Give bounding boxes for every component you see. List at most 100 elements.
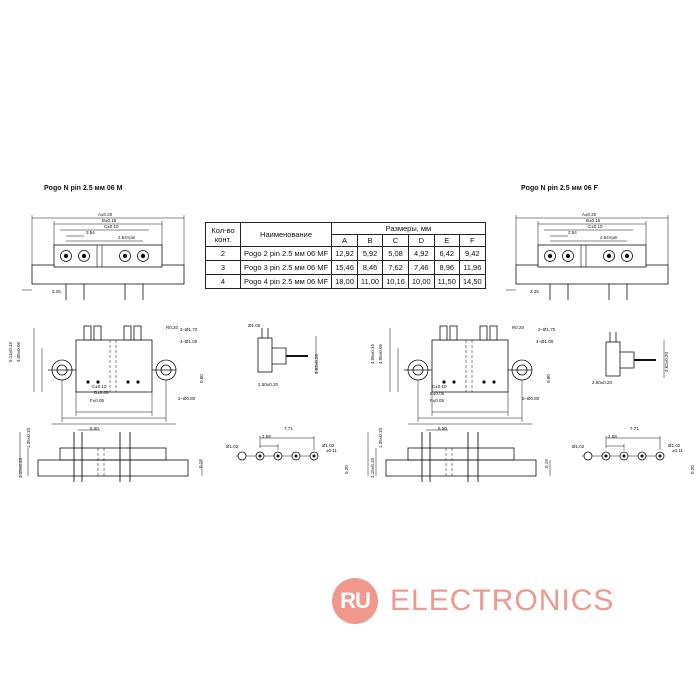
value-cell: 14,50	[458, 274, 486, 289]
dim-b-left: B±0.15	[102, 218, 117, 223]
dim-tol-right: ±0.11	[672, 448, 683, 453]
dim-c010-left: C±0.10	[92, 384, 107, 389]
dim-r020-left: R0.20	[166, 325, 179, 330]
name-header: Наименование	[239, 222, 333, 247]
dim-771-right: 7.71	[630, 426, 639, 431]
dim-pitch-right: 2.54×pin	[600, 235, 618, 240]
female-side-view	[605, 331, 665, 379]
dim-hole100-right: 4–Ø1.00	[536, 339, 554, 344]
dim-405-left: 4.05±0.05	[16, 342, 21, 362]
dim-315-left: 3.15±0.10	[18, 458, 23, 478]
dim-250-right: 2.50±0.20	[592, 380, 612, 385]
dim-pin100-left: Ø1.00	[248, 323, 261, 328]
dim-f005-left: F±0.05	[90, 398, 104, 403]
qty-header: Кол-во конт.	[205, 222, 241, 247]
table-row: 4 Pogo 4 pin 2.5 мм 06 MF 18,00 11,00 10…	[205, 274, 486, 289]
dim-020-right: 0.20	[690, 465, 695, 474]
letter-b: B	[356, 234, 384, 247]
dim-135-left: 1.35±0.10	[26, 428, 31, 448]
letter-d: D	[407, 234, 435, 247]
value-cell: 9,42	[458, 246, 486, 261]
dim-b-right: B±0.15	[586, 218, 601, 223]
qty-cell: 2	[205, 246, 241, 261]
dim-254-left: 2.54	[86, 230, 95, 235]
dim-019-left: 0.19	[198, 459, 203, 468]
dim-pad102b-right: Ø1.02	[668, 443, 681, 448]
dim-c-right: C±0.10	[588, 224, 603, 229]
letter-c: C	[382, 234, 409, 247]
dim-pitch-left: 2.54×pin	[118, 235, 136, 240]
dim-080-left: 0.80	[199, 374, 204, 383]
dim-325-right: 3.25	[530, 289, 539, 294]
qty-cell: 4	[205, 274, 241, 289]
value-cell: 8,96	[433, 260, 460, 275]
value-cell: 4,92	[407, 246, 435, 261]
value-cell: 11,00	[356, 274, 384, 289]
female-top-view	[389, 325, 533, 425]
dim-hole170-left: 2–Ø1.70	[180, 327, 198, 332]
dim-080-right: 0.80	[546, 374, 551, 383]
letter-f: F	[458, 234, 486, 247]
dim-r020-right: R0.20	[512, 325, 525, 330]
table-row: 2 Pogo 2 pin 2.5 мм 06 MF 12,92 5,92 5,0…	[205, 246, 486, 261]
dim-650-left: 6.50	[90, 426, 99, 431]
name-cell: Pogo 4 pin 2.5 мм 06 MF	[239, 274, 333, 289]
ru-badge-logo: RU	[332, 578, 378, 624]
dimensions-table: Кол-во конт. Наименование Размеры, мм A …	[205, 222, 486, 289]
value-cell: 18,00	[331, 274, 358, 289]
dim-254-right: 2.54	[568, 230, 577, 235]
left-drawing-title: Pogo N pin 2.5 мм 06 M	[44, 185, 123, 192]
dim-c010-right: C±0.10	[432, 384, 447, 389]
male-top-view	[33, 325, 177, 425]
right-drawing-title: Pogo N pin 2.5 мм 06 F	[521, 185, 598, 192]
dim-a-left: A±0.20	[98, 212, 113, 217]
dim-250-left: 2.50±0.20	[258, 382, 278, 387]
sizes-header: Размеры, мм	[331, 222, 486, 235]
dim-135-right: 1.35±0.10	[378, 428, 383, 448]
dim-362-left: 3.62±0.20	[314, 354, 319, 374]
value-cell: 8,46	[356, 260, 384, 275]
dim-771-left: 7.71	[284, 426, 293, 431]
male-bottom-view	[19, 429, 203, 483]
dim-d005-left: D±0.05	[94, 390, 109, 395]
dim-650-right: 6.50	[438, 426, 447, 431]
letter-a: A	[331, 234, 358, 247]
value-cell: 11,50	[433, 274, 460, 289]
dim-325-left: 3.25	[52, 289, 61, 294]
value-cell: 5,92	[356, 246, 384, 261]
dim-pad102-right: Ø1.02	[572, 444, 585, 449]
ru-electronics-watermark: RU ELECTRONICS	[332, 578, 614, 624]
dim-pad102-left: Ø1.02	[226, 444, 239, 449]
dim-f005-right: F±0.05	[430, 398, 444, 403]
name-cell: Pogo 3 pin 2.5 мм 06 MF	[239, 260, 333, 275]
dim-tol-left: ±0.11	[326, 448, 337, 453]
female-bottom-view	[367, 429, 551, 483]
value-cell: 5,08	[382, 246, 409, 261]
dim-019-right: 0.19	[544, 459, 549, 468]
dim-405-right: 4.05±0.05	[378, 344, 383, 364]
male-side-view	[257, 327, 317, 375]
dim-hole080-left: 2–Ø0.80	[178, 396, 196, 401]
value-cell: 6,42	[433, 246, 460, 261]
female-pad-row	[581, 435, 665, 461]
value-cell: 11,96	[458, 260, 486, 275]
qty-cell: 3	[205, 260, 241, 275]
dim-259-left: 2.59	[262, 434, 271, 439]
value-cell: 12,92	[331, 246, 358, 261]
dim-hole170-right: 2–Ø1.70	[538, 327, 556, 332]
dim-362-right: 3.62±0.20	[664, 352, 669, 372]
value-cell: 15,46	[331, 260, 358, 275]
dim-514-left: 5.14±0.15	[8, 342, 13, 362]
male-pad-row	[235, 435, 319, 461]
value-cell: 10,00	[407, 274, 435, 289]
female-front-view	[505, 214, 669, 301]
dim-315-right: 3.15±0.10	[370, 458, 375, 478]
male-front-view	[21, 214, 185, 301]
name-cell: Pogo 2 pin 2.5 мм 06 MF	[239, 246, 333, 261]
dim-406-right: 4.06±0.15	[370, 344, 375, 364]
dim-c-left: C±0.10	[104, 224, 119, 229]
dim-hole080-right: 2–Ø0.80	[522, 396, 540, 401]
dim-hole100-left: 4–Ø1.00	[180, 339, 198, 344]
dim-020-left: 0.20	[344, 465, 349, 474]
